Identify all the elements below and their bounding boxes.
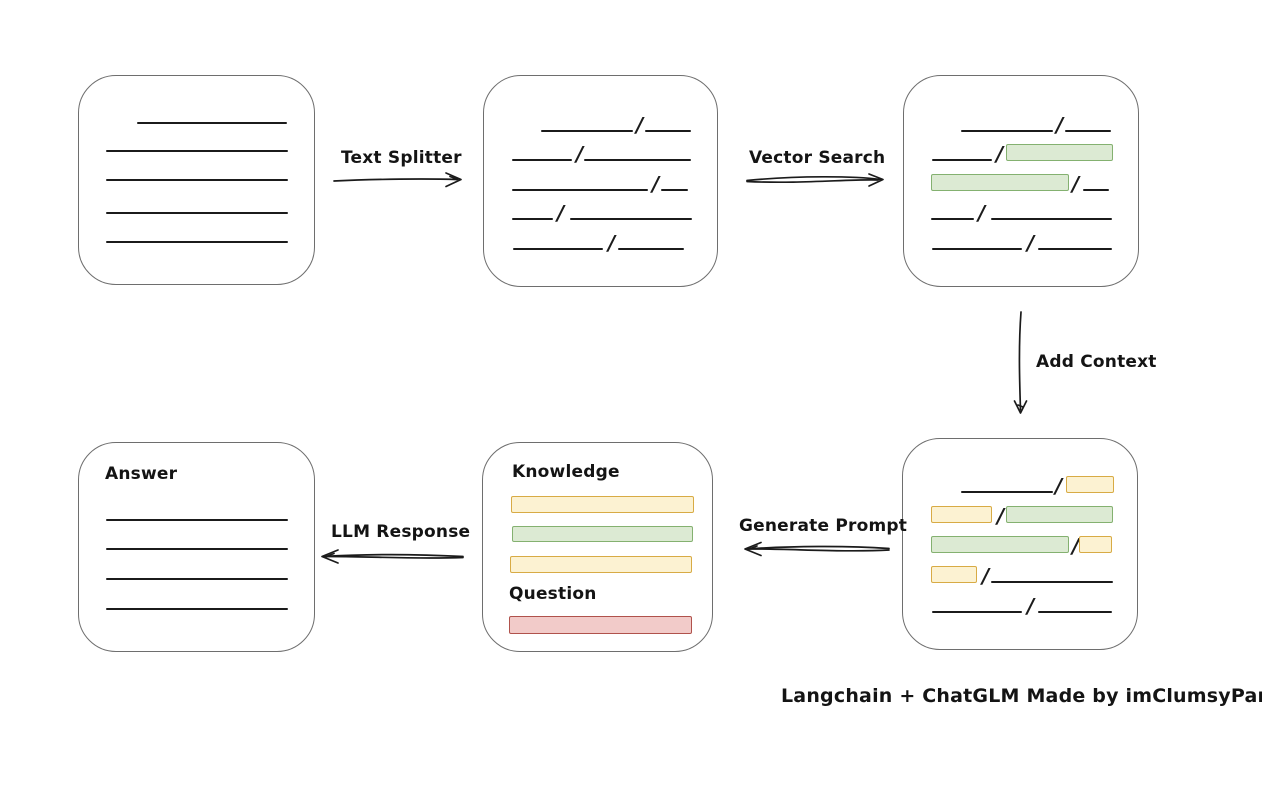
bar-green (512, 526, 693, 542)
highlight-yellow (931, 506, 992, 523)
slash-separator: / (576, 142, 584, 166)
slash-separator: / (652, 172, 660, 196)
slash-separator: / (978, 201, 986, 225)
context-box: / / / / / (902, 438, 1138, 650)
text-splitter-label: Text Splitter (341, 148, 462, 168)
text-line (961, 491, 1053, 493)
highlight-yellow (1079, 536, 1112, 553)
text-line (106, 150, 288, 152)
text-line (106, 608, 288, 610)
llm-response-label: LLM Response (331, 522, 471, 542)
slash-separator: / (1072, 172, 1080, 196)
slash-separator: / (1027, 594, 1035, 618)
slash-separator: / (636, 113, 644, 137)
text-line (541, 130, 633, 132)
text-line (137, 122, 287, 124)
question-heading: Question (509, 584, 597, 604)
generate-prompt-arrow (744, 541, 890, 557)
slash-separator: / (608, 231, 616, 255)
slash-separator: / (982, 564, 990, 588)
highlight-green (931, 536, 1069, 553)
text-line (1065, 130, 1111, 132)
credit-text: Langchain + ChatGLM Made by imClumsyPand… (781, 685, 1262, 707)
text-line (584, 159, 691, 161)
vector-search-arrow (746, 173, 884, 187)
slash-separator: / (1056, 113, 1064, 137)
text-line (991, 218, 1112, 220)
text-line (570, 218, 692, 220)
add-context-arrow (1013, 311, 1028, 414)
prompt-box (482, 442, 713, 652)
vector-search-result-box: / / / / / (903, 75, 1139, 287)
source-document-box (78, 75, 315, 285)
text-line (932, 159, 992, 161)
bar-yellow (511, 496, 694, 513)
llm-response-arrow (321, 549, 464, 564)
knowledge-heading: Knowledge (512, 462, 620, 482)
text-splitter-arrow (333, 172, 462, 188)
answer-heading: Answer (105, 464, 178, 484)
slash-separator: / (1055, 474, 1063, 498)
vector-search-label: Vector Search (749, 148, 886, 168)
answer-box (78, 442, 315, 652)
slash-separator: / (1027, 231, 1035, 255)
split-text-box: / / / / / (483, 75, 718, 287)
bar-yellow (510, 556, 692, 573)
bar-red (509, 616, 692, 634)
text-line (106, 212, 288, 214)
highlight-green (1006, 144, 1113, 161)
add-context-label: Add Context (1036, 352, 1157, 372)
text-line (1038, 611, 1112, 613)
slash-separator: / (1072, 534, 1080, 558)
text-line (1083, 189, 1109, 191)
text-line (106, 241, 288, 243)
text-line (932, 611, 1022, 613)
text-line (932, 248, 1022, 250)
text-line (618, 248, 684, 250)
text-line (512, 159, 572, 161)
text-line (106, 548, 288, 550)
highlight-yellow (1066, 476, 1114, 493)
highlight-green (1006, 506, 1113, 523)
text-line (645, 130, 691, 132)
highlight-yellow (931, 566, 977, 583)
text-line (931, 218, 974, 220)
highlight-green (931, 174, 1069, 191)
text-line (991, 581, 1113, 583)
text-line (512, 218, 553, 220)
text-line (1038, 248, 1112, 250)
text-line (106, 578, 288, 580)
text-line (106, 179, 288, 181)
text-line (106, 519, 288, 521)
text-line (512, 189, 648, 191)
text-line (961, 130, 1053, 132)
slash-separator: / (997, 504, 1005, 528)
slash-separator: / (557, 201, 565, 225)
text-line (513, 248, 603, 250)
generate-prompt-label: Generate Prompt (739, 516, 908, 536)
slash-separator: / (996, 142, 1004, 166)
text-line (661, 189, 688, 191)
